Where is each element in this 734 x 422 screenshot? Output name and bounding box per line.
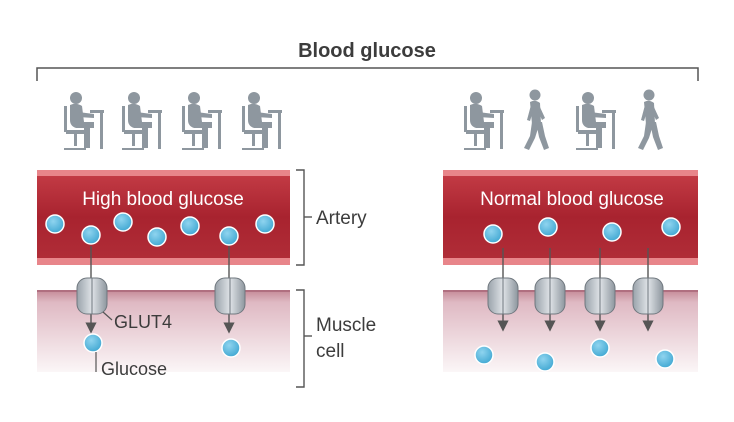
glucose-molecule xyxy=(483,224,503,244)
seated-person-icon xyxy=(464,92,504,150)
seated-person-icon xyxy=(576,92,616,150)
seated-person-icon xyxy=(64,92,104,150)
glucose-molecule xyxy=(538,217,558,237)
title-bracket xyxy=(36,67,699,81)
glut4-transporter xyxy=(214,277,246,315)
artery-left xyxy=(37,170,290,265)
artery-label: Artery xyxy=(316,208,367,229)
seated-person-icon xyxy=(182,92,222,150)
glut4-transporters-right xyxy=(487,277,664,315)
glut4-transporters-left xyxy=(76,277,246,315)
seated-person-icon xyxy=(242,92,282,150)
normal-blood-glucose-label: Normal blood glucose xyxy=(480,189,664,210)
glucose-right-muscle xyxy=(474,338,675,372)
artery-right xyxy=(443,170,698,265)
diagram-title: Blood glucose xyxy=(298,40,436,62)
glucose-left-muscle xyxy=(83,333,241,358)
glut4-transporter xyxy=(534,277,566,315)
seated-person-icon xyxy=(122,92,162,150)
walking-person-icon xyxy=(638,89,663,150)
glucose-molecule xyxy=(221,338,241,358)
glucose-molecule xyxy=(219,226,239,246)
glucose-molecule xyxy=(602,222,622,242)
glut4-label: GLUT4 xyxy=(114,312,172,332)
glucose-molecule xyxy=(655,349,675,369)
glucose-molecule xyxy=(81,225,101,245)
glucose-left-artery xyxy=(45,212,275,247)
artery-bracket xyxy=(296,169,312,266)
walking-person-icon xyxy=(524,89,549,150)
glut4-transporter xyxy=(584,277,616,315)
glucose-molecule xyxy=(113,212,133,232)
glucose-molecule xyxy=(45,214,65,234)
people-left xyxy=(64,92,282,150)
muscle-cell-bracket xyxy=(296,289,312,388)
glut4-transporter xyxy=(487,277,519,315)
glucose-molecule xyxy=(474,345,494,365)
glucose-molecule xyxy=(535,352,555,372)
glucose-molecule xyxy=(661,217,681,237)
high-blood-glucose-label: High blood glucose xyxy=(82,189,244,210)
glucose-molecule xyxy=(147,227,167,247)
glut4-transporter xyxy=(632,277,664,315)
glucose-molecule xyxy=(83,333,103,353)
glucose-molecule xyxy=(590,338,610,358)
glut4-transporter xyxy=(76,277,108,315)
muscle-cell-label-line1: Muscle xyxy=(316,315,376,336)
glucose-molecule xyxy=(255,214,275,234)
muscle-cell-label-line2: cell xyxy=(316,341,345,362)
glucose-label: Glucose xyxy=(101,359,167,379)
glucose-right-artery xyxy=(483,217,681,244)
people-right xyxy=(464,89,663,150)
glucose-molecule xyxy=(180,216,200,236)
callout-leaders xyxy=(95,311,113,372)
